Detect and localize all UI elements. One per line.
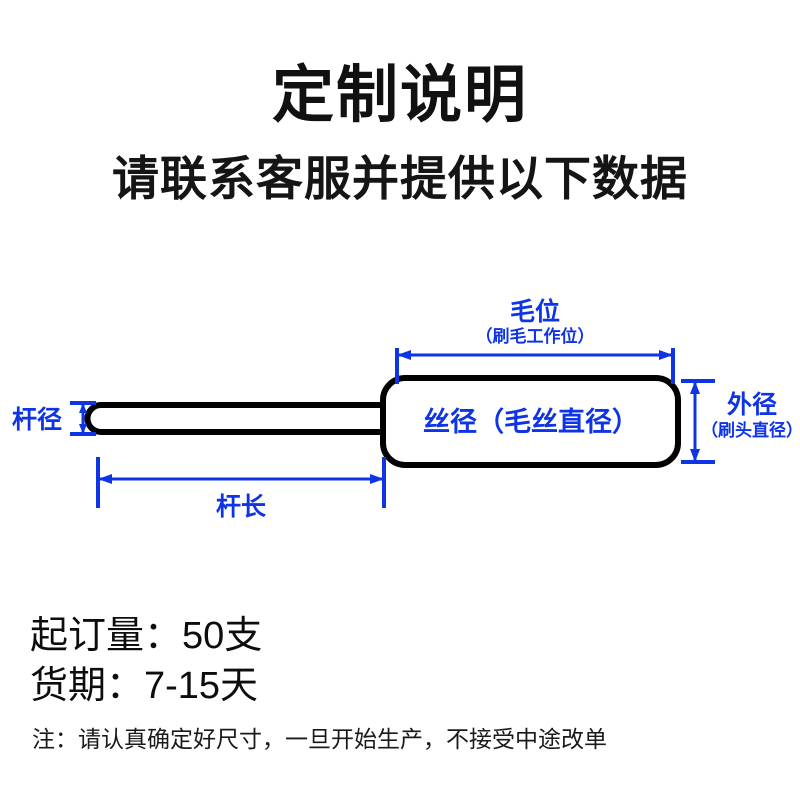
lead-time: 货期：7-15天 xyxy=(30,665,259,707)
brush-dimension-diagram: 毛位 （刷毛工作位） 丝径（毛丝直径） 外径 （刷头直径） 杆径 杆长 xyxy=(12,297,800,521)
minimum-order-quantity: 起订量：50支 xyxy=(30,615,263,657)
bristle-length-label: 毛位 xyxy=(510,297,560,326)
wire-diameter-label: 丝径（毛丝直径） xyxy=(423,407,639,437)
outer-diameter-arrowhead-bottom xyxy=(690,449,700,462)
page-subtitle: 请联系客服并提供以下数据 xyxy=(112,152,688,205)
outer-diameter-label: 外径 xyxy=(727,390,777,419)
rod-diameter-arrowhead-bottom xyxy=(79,424,87,434)
rod-length-arrowhead-left xyxy=(98,474,112,484)
bristle-length-arrowhead-left xyxy=(397,350,411,360)
brush-rod-shape xyxy=(84,402,396,435)
order-note: 注：请认真确定好尺寸，一旦开始生产，不接受中途改单 xyxy=(32,726,607,752)
rod-length-arrowhead-right xyxy=(370,474,384,484)
outer-diameter-sublabel: （刷头直径） xyxy=(701,420,800,440)
rod-diameter-label: 杆径 xyxy=(12,406,62,434)
rod-length-label: 杆长 xyxy=(216,493,267,521)
outer-diameter-arrowhead-top xyxy=(690,381,700,394)
page-title: 定制说明 xyxy=(271,61,528,130)
rod-diameter-arrowhead-top xyxy=(79,403,87,413)
brush-head-shape xyxy=(380,375,681,468)
bristle-length-arrowhead-right xyxy=(659,350,673,360)
bristle-length-sublabel: （刷毛工作位） xyxy=(476,326,595,346)
